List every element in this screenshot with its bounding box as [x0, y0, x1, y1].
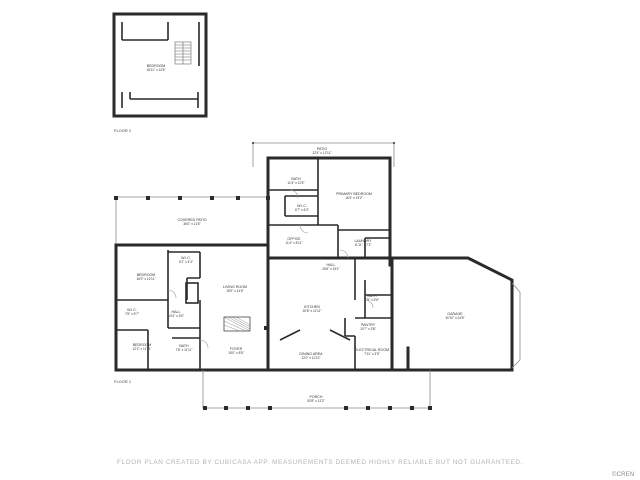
room-name-covered-patio: COVERED PATIO	[177, 218, 206, 222]
room-dims-bath-lower: 7'6" x 11'11"	[175, 348, 192, 352]
room-name-bedroom-1: BEDROOM	[137, 273, 156, 277]
room-name-patio: PATIO	[317, 147, 327, 151]
room-dims-office: 11'4" x 8'11"	[285, 241, 302, 245]
central-walls	[266, 256, 410, 372]
garage-walls	[390, 256, 514, 372]
stair-well	[185, 282, 199, 304]
patio-post	[252, 142, 254, 144]
room-name-hall-upper: HALL	[327, 263, 336, 267]
door-swings	[167, 189, 374, 349]
garage-door-swing	[511, 282, 521, 369]
room-name-pantry: PANTRY	[361, 323, 376, 327]
room-name-bedroom-upper: BEDROOM	[147, 64, 166, 68]
room-dims-garage: 30'10" x 24'6"	[445, 316, 464, 320]
floor-2-outer-wall	[112, 12, 208, 118]
dining-bay	[279, 329, 351, 341]
room-dims-porch: 52'8" x 12'2"	[307, 399, 324, 403]
room-name-bath-primary: BATH	[291, 177, 301, 181]
room-name-kitchen: KITCHEN	[304, 305, 320, 309]
room-dims-bedroom-upper: 18'11" x 14'5"	[146, 68, 165, 72]
porch-outline	[202, 370, 431, 409]
room-dims-electrical: 7'11" x 3'5"	[364, 352, 379, 356]
room-dims-foyer: 15'0" x 8'5"	[228, 351, 244, 355]
room-dims-bath-primary: 11'4" x 11'5"	[287, 181, 304, 185]
room-name-wic-primary: W.I.C.	[297, 204, 307, 208]
room-name-wic-2: W.I.C.	[127, 308, 137, 312]
central-inner-walls	[344, 258, 392, 370]
room-name-living-room: LIVING ROOM	[223, 285, 247, 289]
room-name-primary-bedroom: PRIMARY BEDROOM	[336, 192, 372, 196]
porch-posts	[203, 406, 432, 410]
room-name-hall-lower: HALL	[172, 310, 181, 314]
room-dims-pantry: 10'7" x 3'8"	[360, 327, 376, 331]
room-name-wic-1: W.I.C.	[181, 256, 191, 260]
room-dims-wic-primary: 6'7" x 6'3"	[295, 208, 309, 212]
room-dims-bedroom-1: 16'9" x 12'11"	[136, 277, 155, 281]
room-dims-primary-bedroom: 16'3" x 19'2"	[345, 196, 362, 200]
covered-patio-posts	[114, 196, 270, 200]
floor-2-label: FLOOR 2	[114, 128, 132, 133]
room-name-electrical: ELECTRICAL ROOM	[355, 348, 389, 352]
room-name-laundry: LAUNDRY	[354, 239, 372, 243]
floor-1-label: FLOOR 1	[114, 379, 132, 384]
room-dims-bedroom-2: 12'2" x 11'11"	[133, 347, 152, 351]
cren-logo: ©CREN	[612, 472, 635, 478]
room-dims-covered-patio: 36'0" x 11'6"	[183, 222, 200, 226]
room-dims-living-room: 15'0" x 14'6"	[226, 289, 243, 293]
room-name-dining-area: DINING AREA	[299, 352, 323, 356]
room-dims-kitchen: 20'8" x 11'11"	[303, 309, 322, 313]
patio-post	[393, 142, 395, 144]
footer-disclaimer: FLOOR PLAN CREATED BY CUBICASA APP. MEAS…	[116, 459, 524, 466]
room-dims-wic-2: 7'6" x 5'7"	[125, 312, 139, 316]
room-name-office: OFFICE	[287, 237, 301, 241]
floor-2-stairs	[174, 41, 192, 65]
room-name-porch: PORCH	[310, 395, 323, 399]
room-dims-hall-lower: 13'4" x 3'5"	[168, 314, 184, 318]
room-name-bath-lower: BATH	[179, 344, 189, 348]
fireplace	[223, 316, 251, 332]
room-name-foyer: FOYER	[230, 347, 243, 351]
primary-suite-inner-walls	[268, 158, 390, 258]
room-dims-dining-area: 22'0" x 11'10"	[301, 356, 320, 360]
room-name-garage: GARAGE	[447, 312, 463, 316]
floor-2-inner-walls	[121, 22, 200, 108]
west-wing-inner-walls	[116, 250, 201, 370]
room-dims-laundry: 11'11" x 7'2"	[354, 243, 371, 247]
floor-2-plan: BEDROOM 18'11" x 14'5"	[112, 12, 208, 118]
room-name-bedroom-2: BEDROOM	[133, 343, 152, 347]
room-dims-patio: 22'4" x 12'11"	[312, 151, 331, 155]
room-dims-bath-small: 7'5" x 5'6"	[365, 298, 379, 302]
room-name-bath-small: BATH	[367, 294, 377, 298]
room-dims-wic-1: 6'1" x 4'3"	[179, 260, 193, 264]
floor-1-plan	[114, 142, 521, 410]
room-labels: PATIO 22'4" x 12'11" BATH 11'4" x 11'5" …	[125, 147, 465, 403]
room-dims-hall-upper: 26'6" x 15'1"	[322, 267, 339, 271]
